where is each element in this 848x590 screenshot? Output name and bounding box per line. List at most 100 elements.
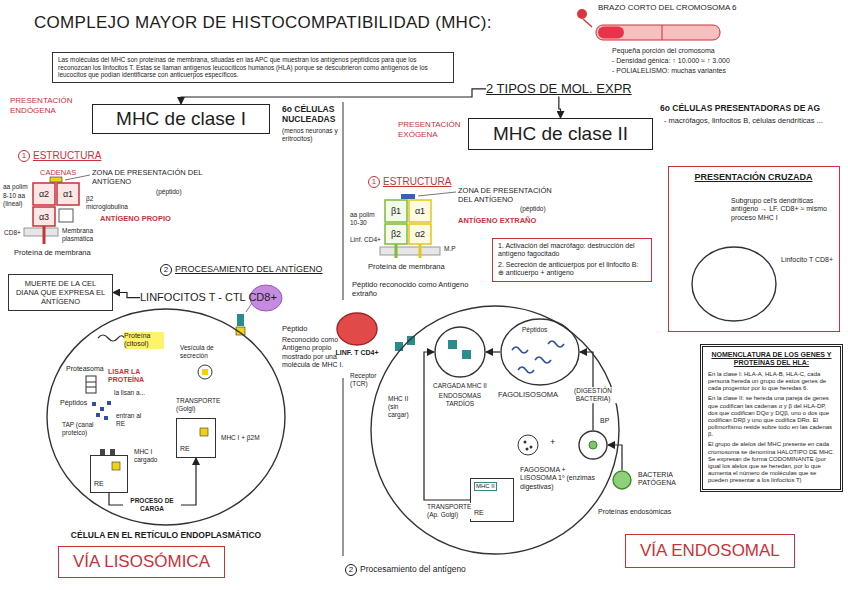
right-cell-parts-part [530,446,533,449]
left-cell-parts-part [202,369,208,375]
text-label: Linf. CD4+ [350,236,382,244]
callout-number: 2 [160,264,172,276]
mhc-class-ii-figure-part [418,192,456,196]
text-label: M.P [444,245,456,253]
text-label: - Densidad génica: ↑ 10.000 ≈ ↑ 3.000 [612,57,730,65]
chromosome-figure-part [577,9,587,19]
text-label: Reconocido como Antígeno propio mostrado… [282,336,344,370]
cell-outline: Linfocito T CD8+ [691,246,777,322]
text-label: Pequeña porción del cromosoma [612,47,715,55]
text-label: (péptido) [156,188,182,196]
section-heading: ESTRUCTURA [33,150,101,162]
connector-arrow [181,89,486,104]
chromosome-figure-part [583,19,592,27]
class-box: MHC de clase II [468,118,653,150]
edge-label: PROCESO DE CARGA [123,497,181,513]
node-text: CÉLULA EN EL RETÍCULO ENDOPLASMÁTICO [46,530,286,540]
node-text: Péptidos [522,326,547,334]
vesicle-circle-shape [501,319,579,385]
text-label: Péptido [282,324,307,333]
mhc-class-ii-figure [380,192,456,258]
edge-label: (DIGESTIÓN BACTERIA) [567,387,619,403]
chain-label: β2 [385,229,407,240]
cell-outline-shape [370,305,620,555]
chromosome-figure-part [662,25,663,40]
divider-line-part [343,102,344,300]
right-cell-parts-part [462,350,471,359]
node-text: 2. Secreción de anticuerpos por el linfo… [498,261,646,278]
mhc-class-ii-figure-part [409,200,431,222]
chain-label: α1 [409,206,431,217]
cell-outline: CÉLULA EN EL RETÍCULO ENDOPLASMÁTICORERE [46,308,286,526]
callout-number: 2 [345,564,357,576]
panel-box: PRESENTACIÓN CRUZADASubgrupo cel's dendr… [668,166,840,332]
vesicle-circle-shape [434,326,486,378]
lymphocyte-blob: LINF. T CD4+ [336,312,378,346]
organelle-box: MHC IIRE [470,478,514,522]
text-label: ZONA DE PRESENTACIÓN DEL ANTÍGENO [92,168,204,186]
lymphocyte-blob-shape [337,313,377,345]
vesicle-circle-shape [435,327,485,377]
organelle-box: RE [176,418,216,458]
cell-outline: Procesamiento del antígenoMHC IIRECARGAD… [370,305,620,555]
right-cell-parts-part [395,342,403,351]
callout-number: 1 [368,176,380,188]
bacteria-circle-shape [612,470,632,490]
cell-outline-shape [692,247,776,321]
types-heading: 2 TIPOS DE MOL. EXPR [486,81,632,97]
cell-outline-shape [691,246,777,322]
node-text: FAGOLISOSOMA [498,390,558,399]
edge-label: TRANSPORTE (Ap. Golgi) [426,503,472,519]
node-text: Linfocito T CD8+ [781,256,835,264]
mhc-class-i-figure-part [33,207,55,226]
right-cell-parts-part [518,435,538,455]
chain-label: α2 [409,229,431,240]
text-label: aa polim 10-30 [350,211,382,227]
text-label: (menos neuronas y eritrocitos) [282,127,342,143]
vesicle-circle: FAGOSOMA + LISOSOMA 1º (enzimas digestiv… [578,430,608,460]
chain-label: α1 [57,189,79,200]
cell-label: LINFOCITOS T - CTL CD8+ [140,291,277,304]
text-label: CD8+ [4,229,21,237]
mhc-class-i-figure-part [24,228,58,236]
chromosome-figure-part [598,27,624,39]
callout-number: 1 [18,150,30,162]
text-label: BRAZO CORTO DEL CROMOSOMA 6 [598,3,737,13]
right-cell-parts-part [518,367,534,373]
node-text: El grupo de alelos del MHC presente en c… [708,441,835,484]
left-cell-parts [86,285,282,470]
mhc-class-ii-figure-part [395,244,398,258]
text-label: MHC II (sin cargar) [388,395,420,418]
left-cell-parts-part [92,402,96,406]
text-label: Péptido reconocido como Antígeno extraño [352,280,477,298]
cell-outline-shape [46,308,286,526]
node-text: ENDOSOMAS TARDÍOS [430,392,490,408]
left-cell-parts-part [198,365,212,379]
organelle-box: RE [90,455,128,493]
text-label: 6o CÉLULAS NUCLEADAS [282,104,344,124]
connector-arrow [113,293,140,298]
mhc-class-i-figure-part [33,183,55,205]
divider-line-part [343,378,344,556]
node-text: LINFOCITOS T - CTL CD8+ [140,291,277,304]
text-label: Proteína de membrana [368,262,445,271]
node-text: Subgrupo cel's dendríticas antígeno → LF… [731,197,835,222]
lymphocyte-blob-shape [336,312,378,346]
bacteria-circle: BACTERIA PATÓGENA [612,470,632,490]
connector-arrow [608,445,622,470]
node-text: RE [180,445,190,453]
text-label: MHC I + β2M [221,434,263,442]
chromosome-figure [577,9,720,40]
text-label: la lisan a... [114,389,145,397]
node-text: BACTERIA PATÓGENA [638,471,696,488]
cell-outline-shape [371,306,619,554]
text-label: - macrófagos, linfocitos B, células dend… [664,116,839,125]
vesicle-circle-shape [578,430,608,460]
left-cell-parts-part [86,382,96,383]
text-label: 8-10 aa (lineal) [3,192,31,208]
text-label: ZONA DE PRESENTACIÓN DEL ANTÍGENO [458,186,566,204]
node-text: MHC de clase I [116,108,246,131]
note-box: 1. Activación del macrófago: destrucción… [492,238,652,282]
